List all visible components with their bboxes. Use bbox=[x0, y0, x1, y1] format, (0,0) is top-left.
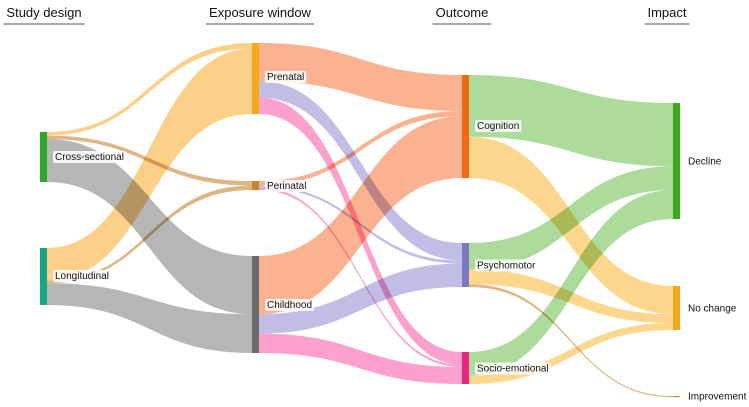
column-headers: Study design Exposure window Outcome Impact bbox=[3, 5, 690, 25]
node-label-background bbox=[475, 362, 551, 375]
flow-cross-to-childhood bbox=[47, 139, 252, 315]
flow-long-to-childhood bbox=[47, 283, 252, 353]
node-label-text: Socio-emotional bbox=[477, 364, 549, 375]
node-label-text: Improvement bbox=[688, 392, 747, 403]
node-label-text: Longitudinal bbox=[55, 271, 109, 282]
node-label-text: Perinatal bbox=[267, 181, 306, 192]
column-header-label: Outcome bbox=[436, 5, 489, 20]
flow-psychomotor-to-decline bbox=[469, 166, 673, 270]
node-decline bbox=[673, 103, 680, 219]
flow-childhood-to-socio bbox=[259, 333, 462, 384]
node-label-prenatal: Prenatal bbox=[265, 71, 307, 83]
node-label-text: Decline bbox=[688, 157, 722, 168]
node-label-socio: Socio-emotional bbox=[475, 362, 551, 375]
column-header-impact: Impact bbox=[644, 5, 690, 25]
node-label-background bbox=[475, 259, 538, 272]
node-label-psychomotor: Psychomotor bbox=[475, 259, 538, 272]
column-header-design: Study design bbox=[3, 5, 85, 25]
column-header-label: Impact bbox=[647, 5, 686, 20]
node-label-text: Cognition bbox=[477, 121, 519, 132]
flow-childhood-to-cognition bbox=[259, 116, 462, 315]
flow-psychomotor-to-improvement bbox=[469, 284, 673, 398]
node-label-text: No change bbox=[688, 304, 737, 315]
node-label-childhood: Childhood bbox=[265, 299, 315, 311]
node-label-text: Cross-sectional bbox=[55, 152, 124, 163]
flow-long-to-prenatal bbox=[47, 48, 252, 281]
node-label-text: Psychomotor bbox=[477, 261, 536, 272]
node-label-background bbox=[265, 180, 309, 192]
node-cross bbox=[40, 132, 47, 182]
column-header-label: Exposure window bbox=[209, 5, 311, 20]
node-psychomotor bbox=[462, 243, 469, 287]
flow-perinatal-to-socio bbox=[259, 187, 462, 367]
node-label-nochange: No change bbox=[688, 304, 737, 315]
flow-prenatal-to-cognition bbox=[259, 43, 462, 112]
column-header-outcome: Outcome bbox=[432, 5, 492, 25]
node-improvement bbox=[673, 396, 680, 398]
column-header-window: Exposure window bbox=[206, 5, 314, 25]
flow-socio-to-nochange bbox=[469, 322, 673, 384]
node-long bbox=[40, 248, 47, 305]
node-label-decline: Decline bbox=[688, 157, 722, 168]
flow-cognition-to-decline bbox=[469, 75, 673, 167]
node-prenatal bbox=[252, 43, 259, 114]
flow-prenatal-to-psychomotor bbox=[259, 81, 462, 261]
flow-long-to-perinatal bbox=[47, 185, 252, 284]
node-label-text: Prenatal bbox=[267, 72, 304, 83]
flow-childhood-to-psychomotor bbox=[259, 263, 462, 334]
flow-socio-to-decline bbox=[469, 190, 673, 376]
node-label-improvement: Improvement bbox=[688, 392, 747, 403]
node-label-background bbox=[53, 151, 126, 163]
flows bbox=[47, 43, 673, 398]
node-label-text: Childhood bbox=[267, 300, 312, 311]
node-nochange bbox=[673, 286, 680, 330]
node-socio bbox=[462, 352, 469, 384]
nodes bbox=[40, 43, 680, 398]
node-label-cross: Cross-sectional bbox=[53, 151, 126, 163]
node-label-background bbox=[265, 299, 315, 311]
column-header-label: Study design bbox=[6, 5, 81, 20]
node-label-background bbox=[53, 270, 111, 282]
flow-cross-to-prenatal bbox=[47, 43, 252, 136]
node-label-background bbox=[475, 120, 522, 132]
node-label-perinatal: Perinatal bbox=[265, 180, 309, 192]
node-childhood bbox=[252, 256, 259, 353]
node-label-cognition: Cognition bbox=[475, 120, 522, 132]
node-label-background bbox=[265, 71, 307, 83]
node-cognition bbox=[462, 75, 469, 178]
node-perinatal bbox=[252, 181, 259, 190]
node-label-long: Longitudinal bbox=[53, 270, 111, 282]
flow-perinatal-to-cognition bbox=[259, 111, 462, 186]
